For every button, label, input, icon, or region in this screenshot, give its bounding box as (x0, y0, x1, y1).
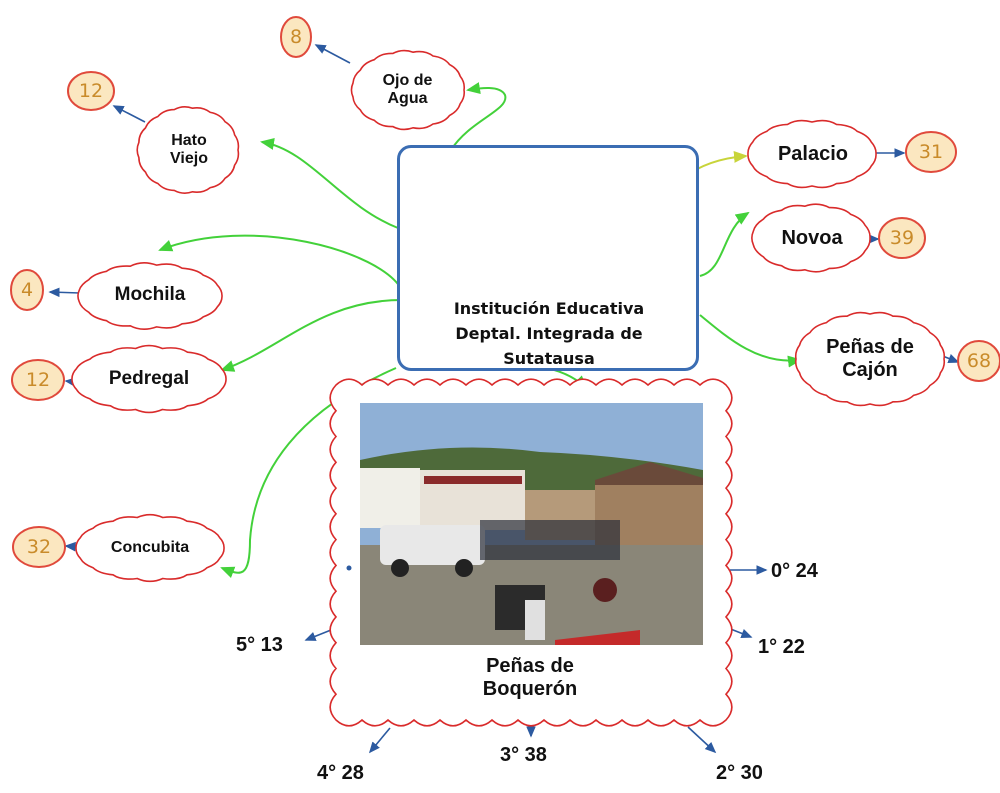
cloud-mochila (77, 262, 223, 330)
grade-1: 1° 22 (758, 636, 805, 658)
count-pedregal: 12 (25, 369, 51, 391)
count-ojo-de-agua: 8 (289, 26, 303, 48)
center-title-line-2: Deptal. Integrada de (455, 324, 643, 343)
count-circle-concubita (12, 526, 66, 568)
vereda-label-palacio: Palacio (777, 142, 849, 165)
arrow-to-penas-de-cajon (699, 314, 802, 368)
bullet-dot (346, 565, 352, 571)
arrow-to-ojo-de-agua (450, 82, 507, 151)
arrow-to-hato-viejo (260, 138, 399, 229)
grade-2: 2° 30 (716, 762, 763, 784)
grade-4: 4° 28 (317, 762, 364, 784)
vereda-label-concubita: Concubita (110, 538, 190, 556)
center-title-line-1: Institución Educativa (453, 299, 645, 318)
vereda-label-novoa: Novoa (781, 226, 843, 249)
count-circle-cajon (957, 340, 1000, 382)
arrow-to-mochila (158, 234, 403, 291)
center-institution-box (397, 145, 699, 371)
grade-5: 5° 13 (236, 634, 283, 656)
count-circle-mochila (10, 269, 44, 311)
center-title-line-3: Sutatausa (503, 349, 595, 368)
vereda-cajon-line-1: Peñas de (826, 336, 914, 358)
vereda-label-pedregal: Pedregal (108, 368, 190, 390)
vereda-hato-line-1: Hato (171, 131, 207, 149)
vereda-label-mochila: Mochila (114, 284, 186, 306)
cloud-penas-de-cajon (794, 311, 946, 407)
count-hato-viejo: 12 (78, 80, 104, 102)
cloud-hato-viejo (136, 106, 240, 194)
cloud-ojo-de-agua (350, 49, 466, 131)
cloud-concubita (75, 513, 225, 583)
grade-3: 3° 38 (500, 744, 547, 766)
boqueron-line-2: Boquerón (482, 678, 578, 700)
count-penas-de-cajon: 68 (966, 350, 992, 372)
count-circle-hato (67, 71, 115, 111)
vereda-cajon-line-2: Cajón (842, 359, 898, 381)
count-circle-ojo (280, 16, 312, 58)
count-concubita: 32 (26, 536, 52, 558)
cloud-pedregal (71, 344, 227, 414)
vereda-ojo-line-1: Ojo de (382, 71, 433, 89)
arrow-to-novoa (699, 211, 750, 277)
cloud-palacio (747, 119, 877, 189)
count-circle-pedregal (11, 359, 65, 401)
count-circle-novoa (878, 217, 926, 259)
count-mochila: 4 (20, 279, 34, 301)
count-palacio: 31 (918, 141, 944, 163)
grade-0: 0° 24 (771, 560, 818, 582)
vereda-ojo-line-2: Agua (387, 90, 428, 107)
boqueron-photo (360, 403, 703, 645)
cloud-novoa (751, 203, 871, 273)
count-circle-palacio (905, 131, 957, 173)
center-institution-title: Institución Educativa Deptal. Integrada … (408, 296, 690, 371)
count-novoa: 39 (889, 227, 915, 249)
arrow-to-pedregal (220, 299, 403, 372)
boqueron-line-1: Peñas de (486, 655, 574, 677)
vereda-hato-line-2: Viejo (170, 150, 208, 167)
